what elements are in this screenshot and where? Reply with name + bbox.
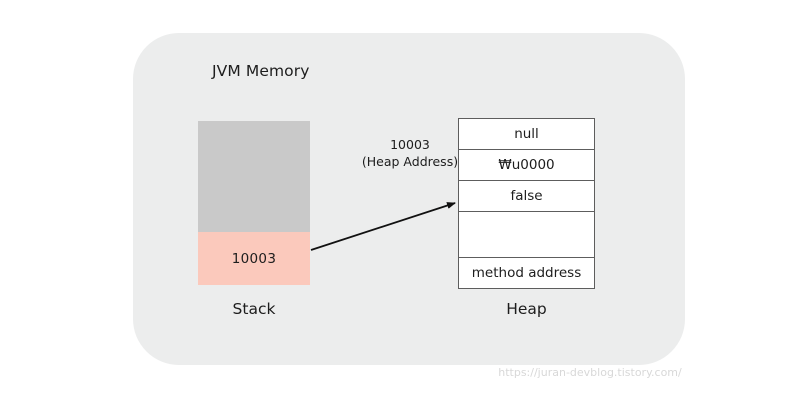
watermark-url: https://juran-devblog.tistory.com/ <box>498 366 682 379</box>
heap-object-table: null ₩u0000 false method address <box>458 118 595 289</box>
heap-row: false <box>459 181 594 212</box>
heap-row: method address <box>459 258 594 289</box>
heap-address-value: 10003 <box>390 137 430 152</box>
page-title: JVM Memory <box>212 62 310 80</box>
heap-row: null <box>459 119 594 150</box>
stack-free-space <box>198 121 310 232</box>
stack-block: 10003 <box>198 121 310 285</box>
stack-caption: Stack <box>232 300 276 318</box>
stack-frame-value: 10003 <box>231 250 277 267</box>
stack-frame-cell: 10003 <box>198 232 310 285</box>
heap-row: ₩u0000 <box>459 150 594 181</box>
heap-address-label: 10003 (Heap Address) <box>330 136 490 170</box>
heap-caption: Heap <box>506 300 547 318</box>
heap-address-note: (Heap Address) <box>361 154 459 169</box>
heap-row <box>459 212 594 258</box>
